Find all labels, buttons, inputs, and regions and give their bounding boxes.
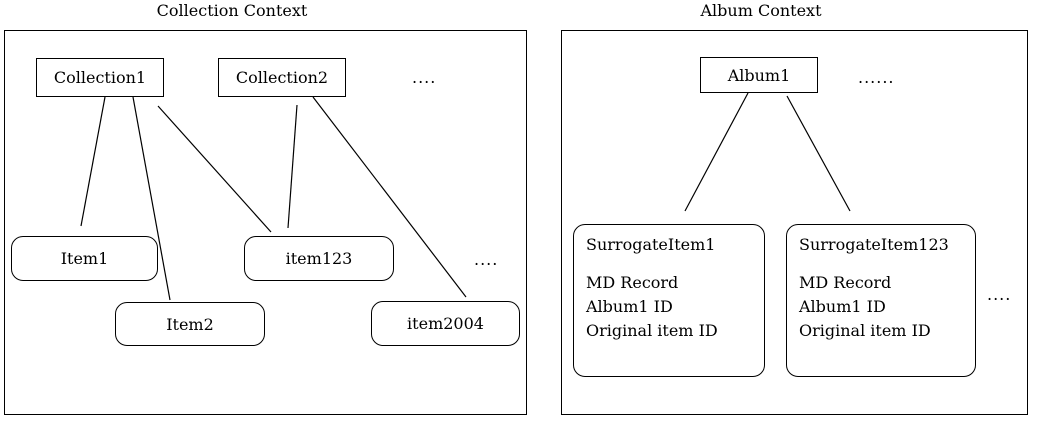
node-item123-label: item123 [285, 249, 353, 268]
node-collection1-label: Collection1 [53, 68, 147, 87]
surrogate-item-1-line-original-item-id: Original item ID [586, 321, 718, 340]
node-item2004-label: item2004 [407, 314, 484, 333]
items-more-ellipsis: .... [474, 250, 499, 269]
collection-context-frame [4, 30, 527, 415]
node-collection2-label: Collection2 [235, 68, 329, 87]
node-item123[interactable]: item123 [244, 236, 394, 281]
node-surrogate-item-1[interactable]: SurrogateItem1 MD Record Album1 ID Origi… [573, 224, 765, 377]
surrogate-item-123-line-album-id: Album1 ID [799, 297, 886, 316]
node-item2-label: Item2 [166, 314, 214, 334]
panel-title-album-context: Album Context [700, 1, 822, 20]
node-album1[interactable]: Album1 [700, 57, 818, 93]
surrogate-item-1-line-md-record: MD Record [586, 273, 679, 292]
node-collection2[interactable]: Collection2 [218, 58, 346, 97]
node-item1-label: Item1 [60, 249, 109, 268]
node-item1[interactable]: Item1 [11, 236, 158, 281]
panel-title-collection-context: Collection Context [156, 1, 308, 20]
surrogate-item-1-title: SurrogateItem1 [586, 235, 716, 254]
node-album1-label: Album1 [727, 65, 791, 85]
collections-more-ellipsis: .... [412, 68, 437, 87]
surrogate-more-ellipsis: .... [987, 285, 1012, 304]
node-item2004[interactable]: item2004 [371, 301, 520, 346]
surrogate-item-1-line-album-id: Album1 ID [586, 297, 673, 316]
albums-more-ellipsis: ...... [858, 68, 895, 87]
surrogate-item-123-line-md-record: MD Record [799, 273, 892, 292]
node-surrogate-item-123[interactable]: SurrogateItem123 MD Record Album1 ID Ori… [786, 224, 976, 377]
surrogate-item-123-title: SurrogateItem123 [799, 235, 949, 254]
node-item2[interactable]: Item2 [115, 302, 265, 346]
node-collection1[interactable]: Collection1 [36, 58, 164, 97]
surrogate-item-123-line-original-item-id: Original item ID [799, 321, 931, 340]
album-context-frame [561, 30, 1028, 415]
